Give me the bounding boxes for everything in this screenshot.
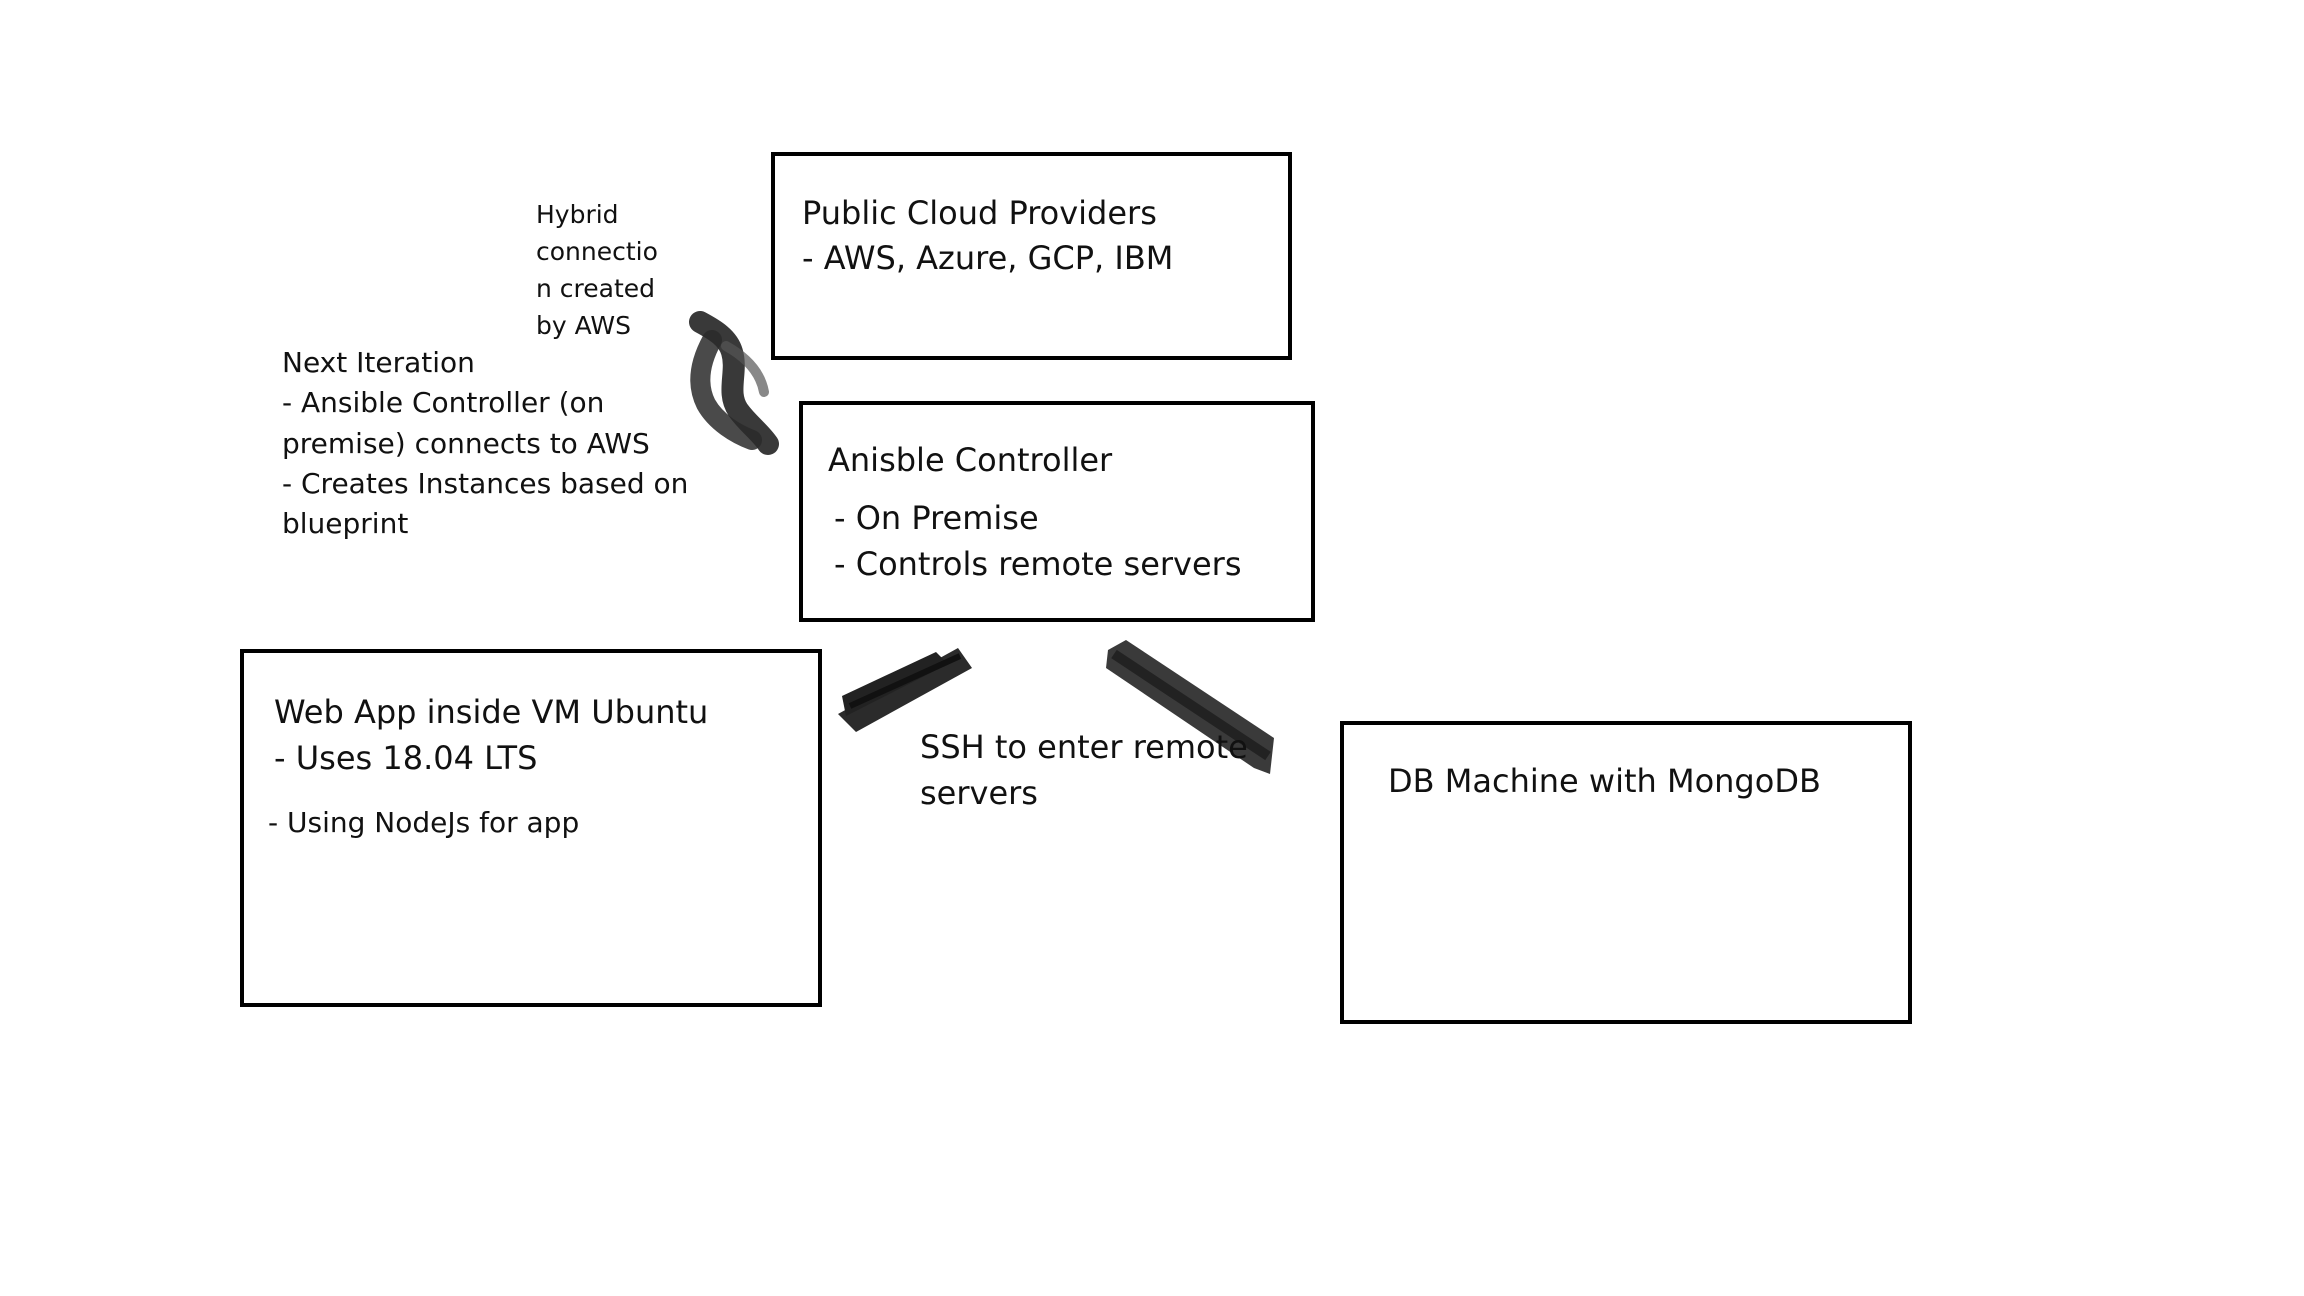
web-app-title: Web App inside VM Ubuntu <box>274 693 709 731</box>
public-cloud-box: Public Cloud Providers - AWS, Azure, GCP… <box>771 152 1292 360</box>
ansible-controller-clip: - Controls remote servers <box>803 541 1311 579</box>
ansible-controller-title: Anisble Controller <box>828 441 1113 479</box>
next-iteration-line: - Creates Instances based on <box>282 467 689 500</box>
hybrid-note-line: Hybrid <box>536 200 619 229</box>
hybrid-note-line: n created <box>536 274 656 303</box>
ansible-controller-box: Anisble Controller - On Premise - Contro… <box>799 401 1315 622</box>
ssh-note-line: SSH to enter remote <box>920 728 1248 766</box>
web-app-line: - Using NodeJs for app <box>268 806 580 839</box>
public-cloud-providers-list: - AWS, Azure, GCP, IBM <box>802 239 1174 277</box>
web-app-box: Web App inside VM Ubuntu - Uses 18.04 LT… <box>240 649 822 1007</box>
db-machine-title: DB Machine with MongoDB <box>1388 762 1821 800</box>
next-iteration-line: - Ansible Controller (on <box>282 386 605 419</box>
ansible-controller-line: - Controls remote servers <box>834 545 1242 579</box>
public-cloud-title: Public Cloud Providers <box>802 194 1157 232</box>
next-iteration-line: blueprint <box>282 507 409 540</box>
ssh-note-line: servers <box>920 774 1038 812</box>
next-iteration-line: premise) connects to AWS <box>282 427 650 460</box>
hybrid-connection-stroke <box>689 311 779 455</box>
next-iteration-line: Next Iteration <box>282 346 475 379</box>
ansible-to-webapp-stroke <box>838 648 972 732</box>
ansible-controller-line: - On Premise <box>834 499 1039 537</box>
hybrid-note-line: by AWS <box>536 311 631 340</box>
web-app-line: - Uses 18.04 LTS <box>274 739 538 777</box>
hybrid-note-line: connectio <box>536 237 658 266</box>
db-machine-box: DB Machine with MongoDB <box>1340 721 1912 1024</box>
